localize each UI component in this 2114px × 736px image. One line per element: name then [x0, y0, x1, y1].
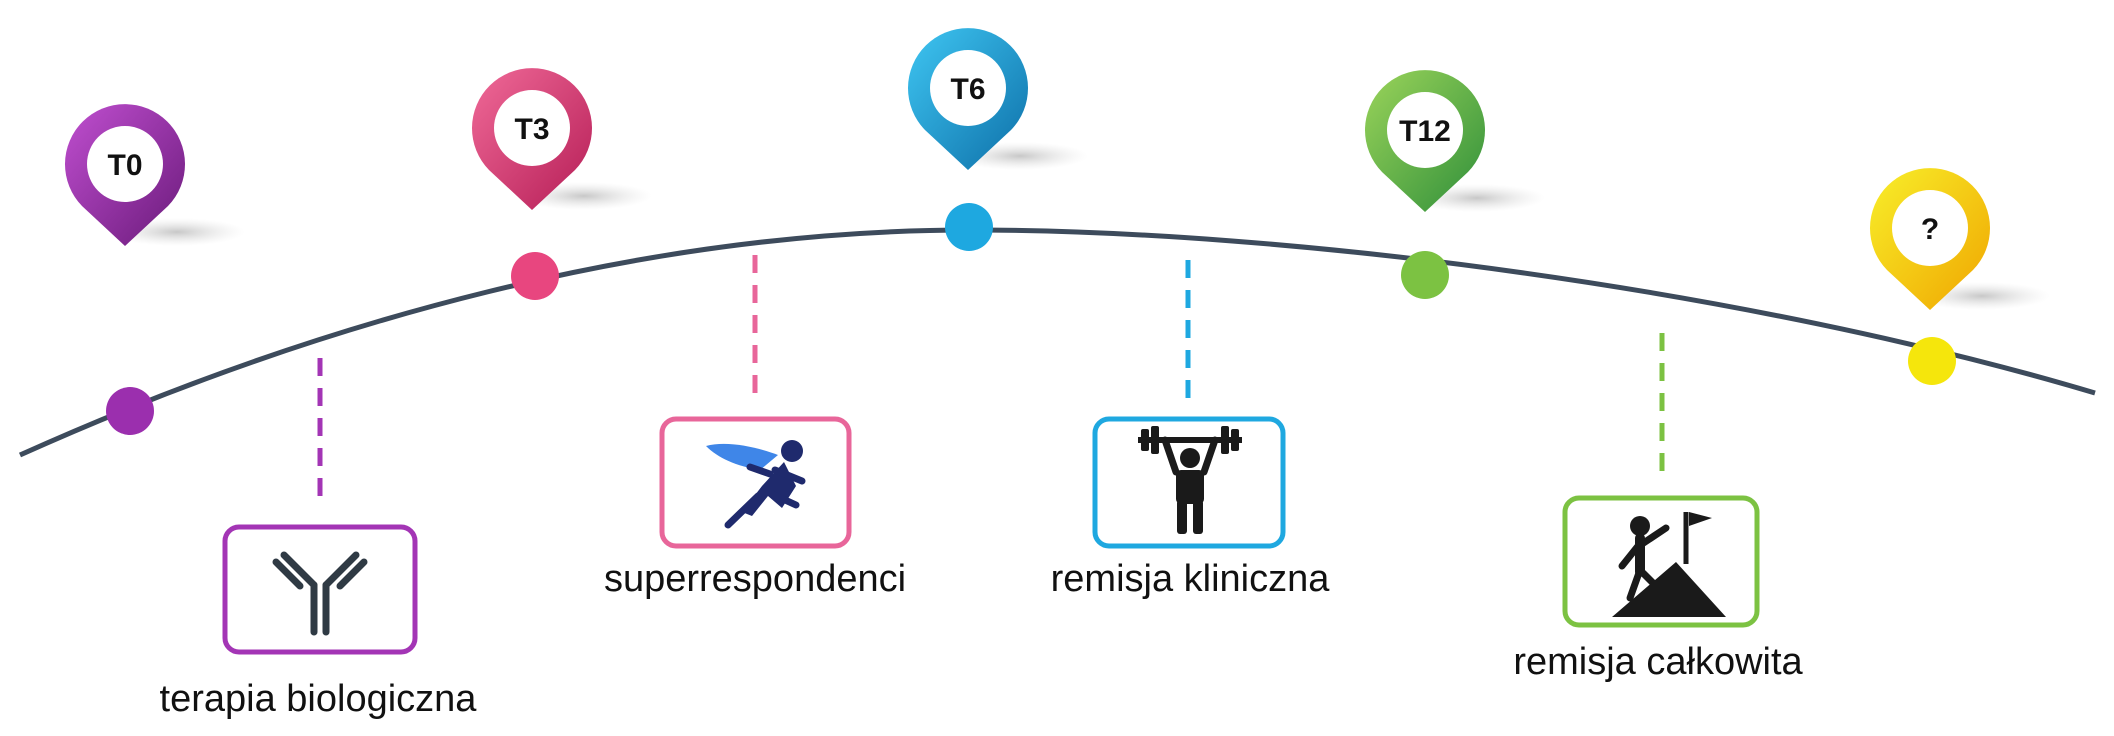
stage-card-complete-remission: remisja całkowita [1513, 495, 1804, 683]
stage-label-clinical-remission: remisja kliniczna [1051, 558, 1331, 600]
mountain-summit-flag-icon [1612, 512, 1726, 617]
pin-label-t12: T12 [1399, 115, 1451, 148]
milestone-dot-end [1908, 337, 1956, 385]
pin-marker-t12: T12 [1365, 70, 1545, 212]
stage-card-superresponders: superrespondenci [604, 416, 906, 600]
stage-label-superresponders: superrespondenci [604, 558, 906, 600]
stage-label-biologic-therapy: terapia biologiczna [160, 678, 478, 720]
timeline-curve [18, 227, 2096, 458]
milestone-dot-t6 [945, 203, 993, 251]
milestone-dot-t3 [511, 252, 559, 300]
milestone-dot-t0 [106, 387, 154, 435]
stage-card-biologic-therapy: terapia biologiczna [160, 524, 478, 720]
pin-marker-end: ? [1870, 168, 2050, 310]
weightlifter-icon [1138, 426, 1242, 534]
pin-marker-t6: T6 [908, 28, 1088, 170]
stage-card-clinical-remission: remisja kliniczna [1051, 416, 1331, 600]
pin-marker-t3: T3 [472, 68, 652, 210]
pin-label-t6: T6 [950, 73, 985, 106]
milestone-dot-t12 [1401, 251, 1449, 299]
pin-label-t0: T0 [107, 149, 142, 182]
pin-marker-t0: T0 [65, 104, 245, 246]
running-superhero-icon [706, 440, 806, 529]
pin-label-t3: T3 [514, 113, 549, 146]
stage-label-complete-remission: remisja całkowita [1513, 641, 1803, 683]
antibody-icon [272, 551, 368, 636]
pin-label-end: ? [1921, 213, 1939, 246]
